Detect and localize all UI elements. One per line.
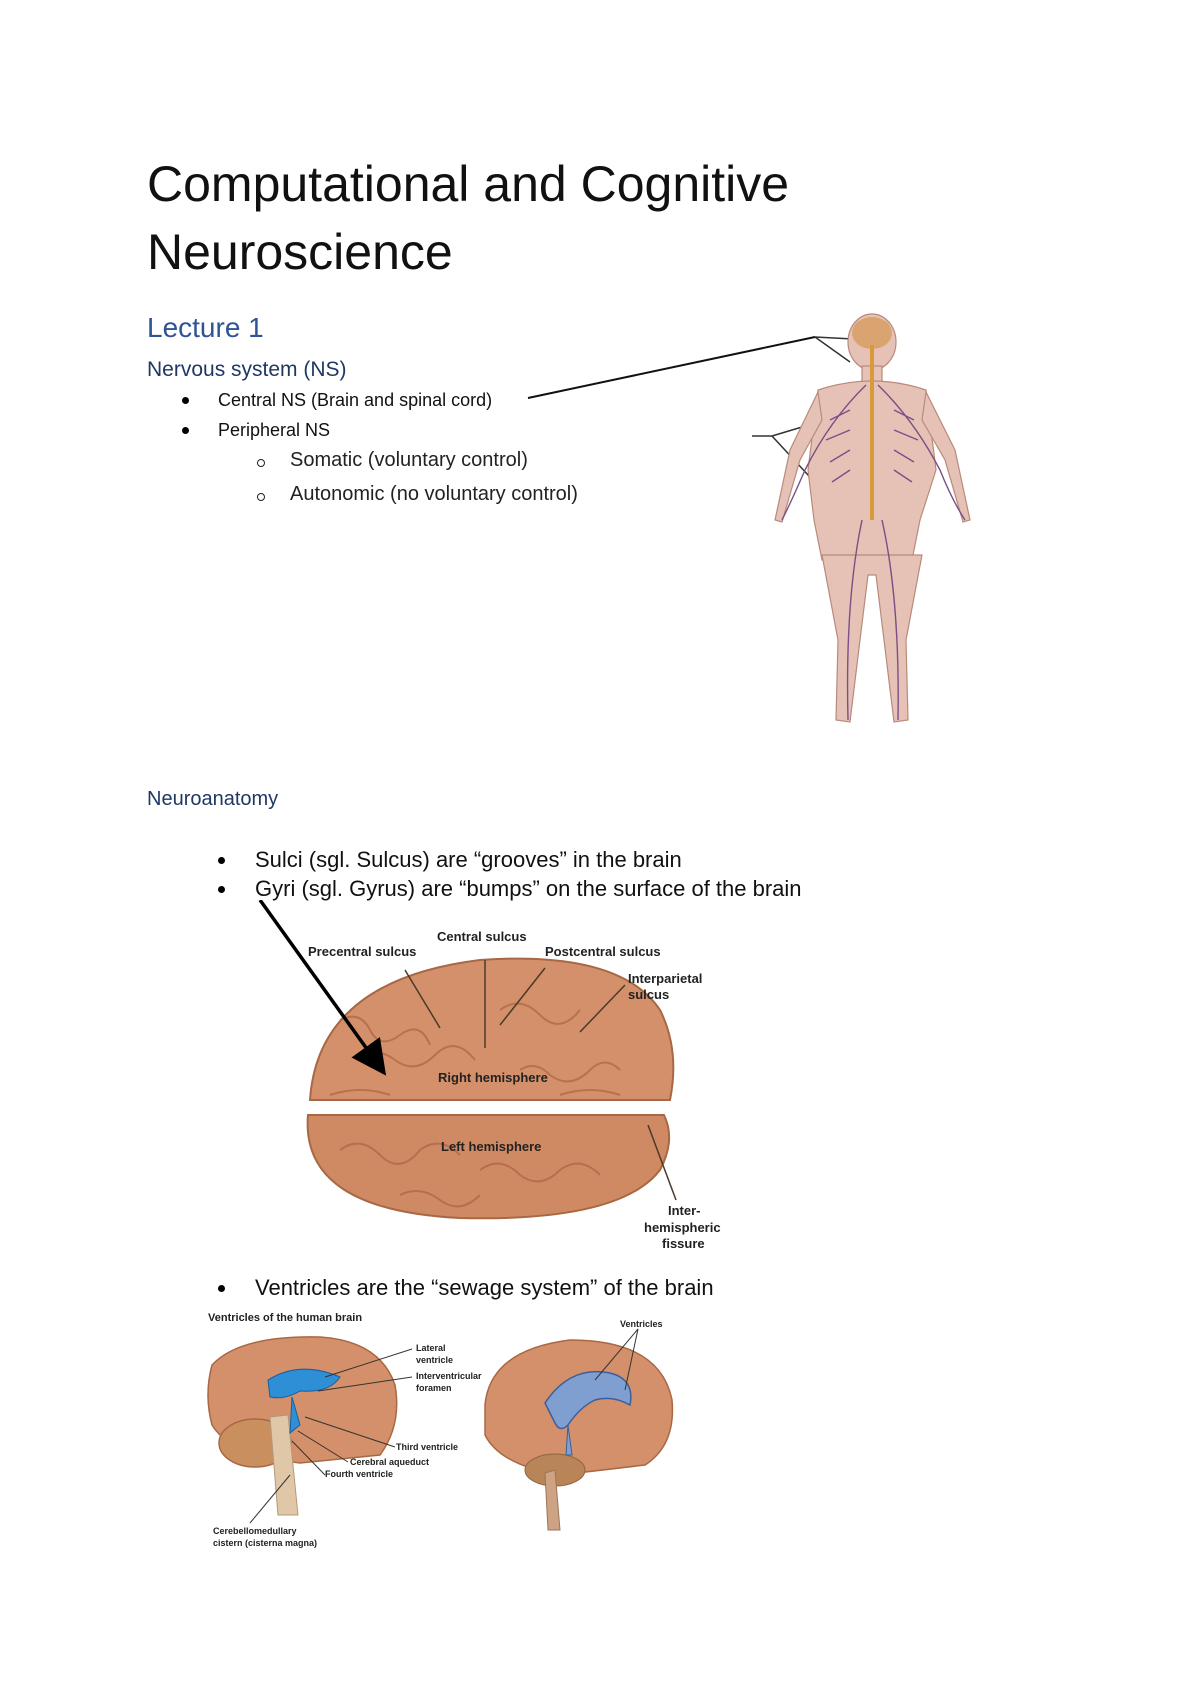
label-cisterna-2: cistern (cisterna magna) xyxy=(213,1538,317,1548)
brain-top-view-figure: Precentral sulcus Central sulcus Postcen… xyxy=(258,900,721,1251)
title-line-2: Neuroscience xyxy=(147,224,453,280)
label-interventricular-1: Interventricular xyxy=(416,1371,482,1381)
title-line-1: Computational and Cognitive xyxy=(147,156,790,212)
lecture-heading: Lecture 1 xyxy=(147,312,264,343)
label-inter-2: hemispheric xyxy=(644,1220,721,1235)
list-item-sulci: Sulci (sgl. Sulcus) are “grooves” in the… xyxy=(255,847,682,872)
label-precentral: Precentral sulcus xyxy=(308,944,416,959)
bullet-dot xyxy=(218,886,225,893)
label-cisterna-1: Cerebellomedullary xyxy=(213,1526,297,1536)
gyri-arrow xyxy=(258,900,387,1076)
brainstem-lateral xyxy=(544,1469,561,1531)
lateral-ventricle xyxy=(267,1368,341,1399)
third-ventricle-shape xyxy=(289,1396,301,1435)
label-interparietal-2: sulcus xyxy=(628,987,669,1002)
label-inter-3: fissure xyxy=(662,1236,705,1251)
bullet-dot xyxy=(182,397,189,404)
list-item-pns: Peripheral NS xyxy=(218,420,331,440)
label-interparietal-1: Interparietal xyxy=(628,971,702,986)
list-item-gyri: Gyri (sgl. Gyrus) are “bumps” on the sur… xyxy=(255,876,802,901)
neuroanatomy-heading: Neuroanatomy xyxy=(147,788,279,810)
bullet-dot xyxy=(218,857,225,864)
ns-heading: Nervous system (NS) xyxy=(147,358,347,381)
list-item-somatic: Somatic (voluntary control) xyxy=(290,449,528,471)
label-ventricles: Ventricles xyxy=(620,1319,663,1329)
label-lateral-2: ventricle xyxy=(416,1355,453,1365)
ventricles-figure: Ventricles of the human brain Lateral ve… xyxy=(207,1312,674,1548)
annotation-line xyxy=(527,336,816,399)
nerves xyxy=(781,384,966,721)
sub-bullet-ring xyxy=(257,493,265,501)
list-item-autonomic: Autonomic (no voluntary control) xyxy=(290,483,578,505)
label-interventricular-2: foramen xyxy=(416,1383,452,1393)
label-central: Central sulcus xyxy=(437,929,527,944)
label-right-hemisphere: Right hemisphere xyxy=(438,1070,548,1085)
sub-bullet-ring xyxy=(257,459,265,467)
label-left-hemisphere: Left hemisphere xyxy=(441,1139,541,1154)
label-postcentral: Postcentral sulcus xyxy=(545,944,661,959)
bullet-dot xyxy=(218,1285,225,1292)
document-title: Computational and Cognitive Neuroscience xyxy=(147,150,847,286)
nervous-system-figure xyxy=(527,313,971,723)
label-third: Third ventricle xyxy=(396,1442,458,1452)
list-item-ventricles: Ventricles are the “sewage system” of th… xyxy=(255,1275,714,1300)
brain-icon xyxy=(852,317,892,349)
ventricles-caption: Ventricles of the human brain xyxy=(208,1312,362,1324)
left-hemisphere xyxy=(306,1114,671,1220)
ventricle-system-lateral xyxy=(544,1370,632,1430)
bullet-dot xyxy=(182,427,189,434)
label-lateral-1: Lateral xyxy=(416,1343,446,1353)
ventricle-pointers xyxy=(249,1348,413,1524)
label-aqueduct: Cerebral aqueduct xyxy=(350,1457,429,1467)
list-item-cns: Central NS (Brain and spinal cord) xyxy=(218,390,493,410)
label-fourth: Fourth ventricle xyxy=(325,1469,393,1479)
label-inter-1: Inter- xyxy=(668,1203,701,1218)
